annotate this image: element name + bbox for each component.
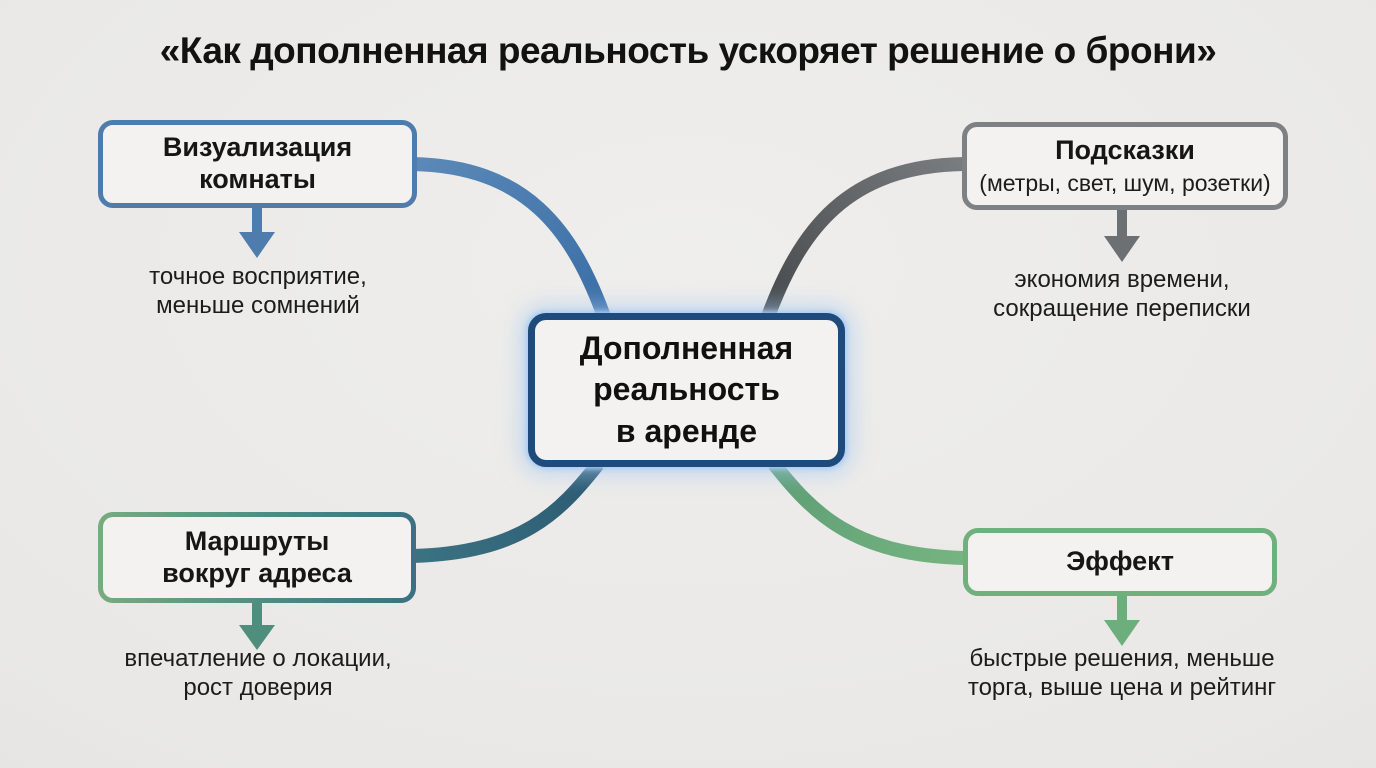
node-hints: Подсказки (метры, свет, шум, розетки): [962, 122, 1288, 210]
node-room-visualization: Визуализация комнаты: [98, 120, 417, 208]
outcome-effect: быстрые решения, меньше торга, выше цена…: [967, 645, 1277, 702]
down-arrow-icon-effect: [1104, 594, 1140, 646]
node-effect: Эффект: [963, 528, 1277, 596]
node-routes-around-address: Маршруты вокруг адреса: [98, 512, 416, 603]
node-center-label: Дополненная реальность в аренде: [579, 329, 794, 449]
node-center-ar-in-rent: Дополненная реальность в аренде: [528, 313, 845, 467]
connector-hints-to-center: [759, 157, 965, 325]
down-arrow-icon-routes: [239, 601, 275, 650]
node-hints-subtitle: (метры, свет, шум, розетки): [979, 170, 1271, 197]
connector-visualization-to-center: [411, 157, 613, 325]
node-routes-title: Маршруты вокруг адреса: [162, 525, 352, 588]
connector-effect-to-center: [768, 459, 965, 565]
node-hints-title: Подсказки: [1055, 135, 1195, 166]
down-arrow-icon-hints: [1104, 208, 1140, 262]
node-room-visualization-title: Визуализация комнаты: [162, 132, 353, 194]
outcome-routes: впечатление о локации, рост доверия: [124, 645, 392, 702]
outcome-room-visualization: точное восприятие, меньше сомнений: [149, 263, 367, 320]
node-effect-title: Эффект: [1066, 546, 1174, 577]
down-arrow-icon-visualization: [239, 206, 275, 258]
connector-routes-to-center: [411, 459, 604, 563]
outcome-hints: экономия времени, сокращение переписки: [993, 266, 1251, 323]
page-title: «Как дополненная реальность ускоряет реш…: [159, 30, 1217, 71]
